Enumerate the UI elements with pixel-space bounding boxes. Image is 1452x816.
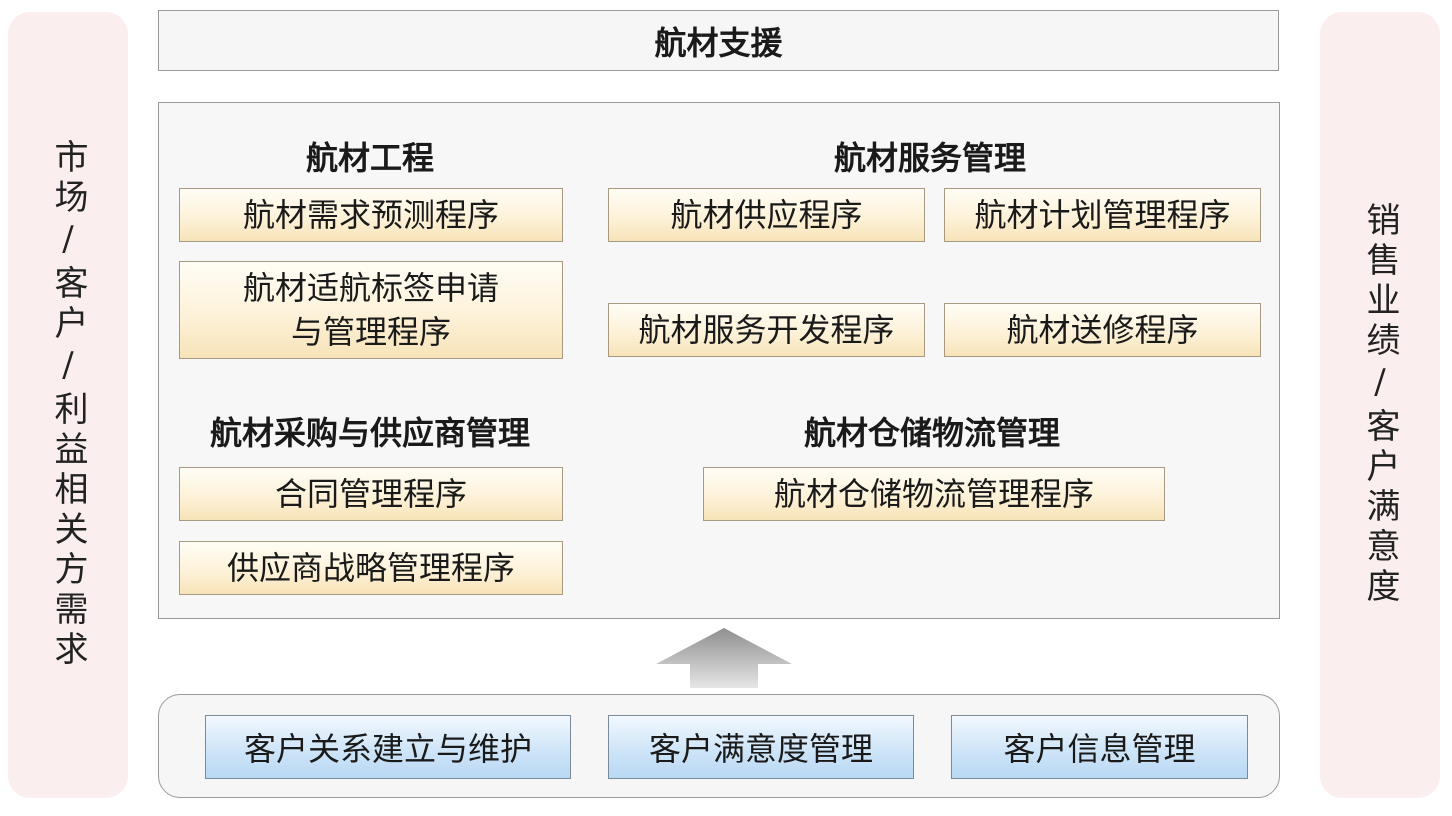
right-side-panel: 销售业绩/客户满意度 [1320, 12, 1440, 798]
engineering-item-demand-forecast: 航材需求预测程序 [179, 188, 563, 242]
bottom-panel: 客户关系建立与维护 客户满意度管理 客户信息管理 [158, 694, 1280, 798]
procurement-item-contract: 合同管理程序 [179, 467, 563, 521]
logistics-heading: 航材仓储物流管理 [803, 414, 1061, 452]
procurement-item-supplier-strategy: 供应商战略管理程序 [179, 541, 563, 595]
customer-satisfaction-box: 客户满意度管理 [608, 715, 914, 779]
service-item-development: 航材服务开发程序 [608, 303, 925, 357]
logistics-item-warehouse: 航材仓储物流管理程序 [703, 467, 1165, 521]
customer-relationship-box: 客户关系建立与维护 [205, 715, 571, 779]
up-arrow-icon [656, 628, 792, 688]
service-heading: 航材服务管理 [833, 139, 1027, 177]
engineering-item-airworthiness-line2: 与管理程序 [290, 313, 451, 351]
top-title-bar: 航材支援 [158, 10, 1279, 71]
main-panel: 航材工程 航材需求预测程序 航材适航标签申请 与管理程序 航材服务管理 航材供应… [158, 102, 1280, 619]
engineering-item-airworthiness-line1: 航材适航标签申请 [242, 269, 499, 307]
procurement-heading: 航材采购与供应商管理 [209, 414, 531, 452]
engineering-heading: 航材工程 [305, 139, 435, 177]
customer-information-box: 客户信息管理 [951, 715, 1248, 779]
left-side-panel: 市场/客户/利益相关方需求 [8, 12, 128, 798]
left-side-text: 市场/客户/利益相关方需求 [48, 139, 88, 671]
service-item-plan: 航材计划管理程序 [944, 188, 1261, 242]
engineering-item-airworthiness-tag: 航材适航标签申请 与管理程序 [179, 261, 563, 359]
service-item-supply: 航材供应程序 [608, 188, 925, 242]
right-side-text: 销售业绩/客户满意度 [1360, 202, 1400, 608]
service-item-repair: 航材送修程序 [944, 303, 1261, 357]
